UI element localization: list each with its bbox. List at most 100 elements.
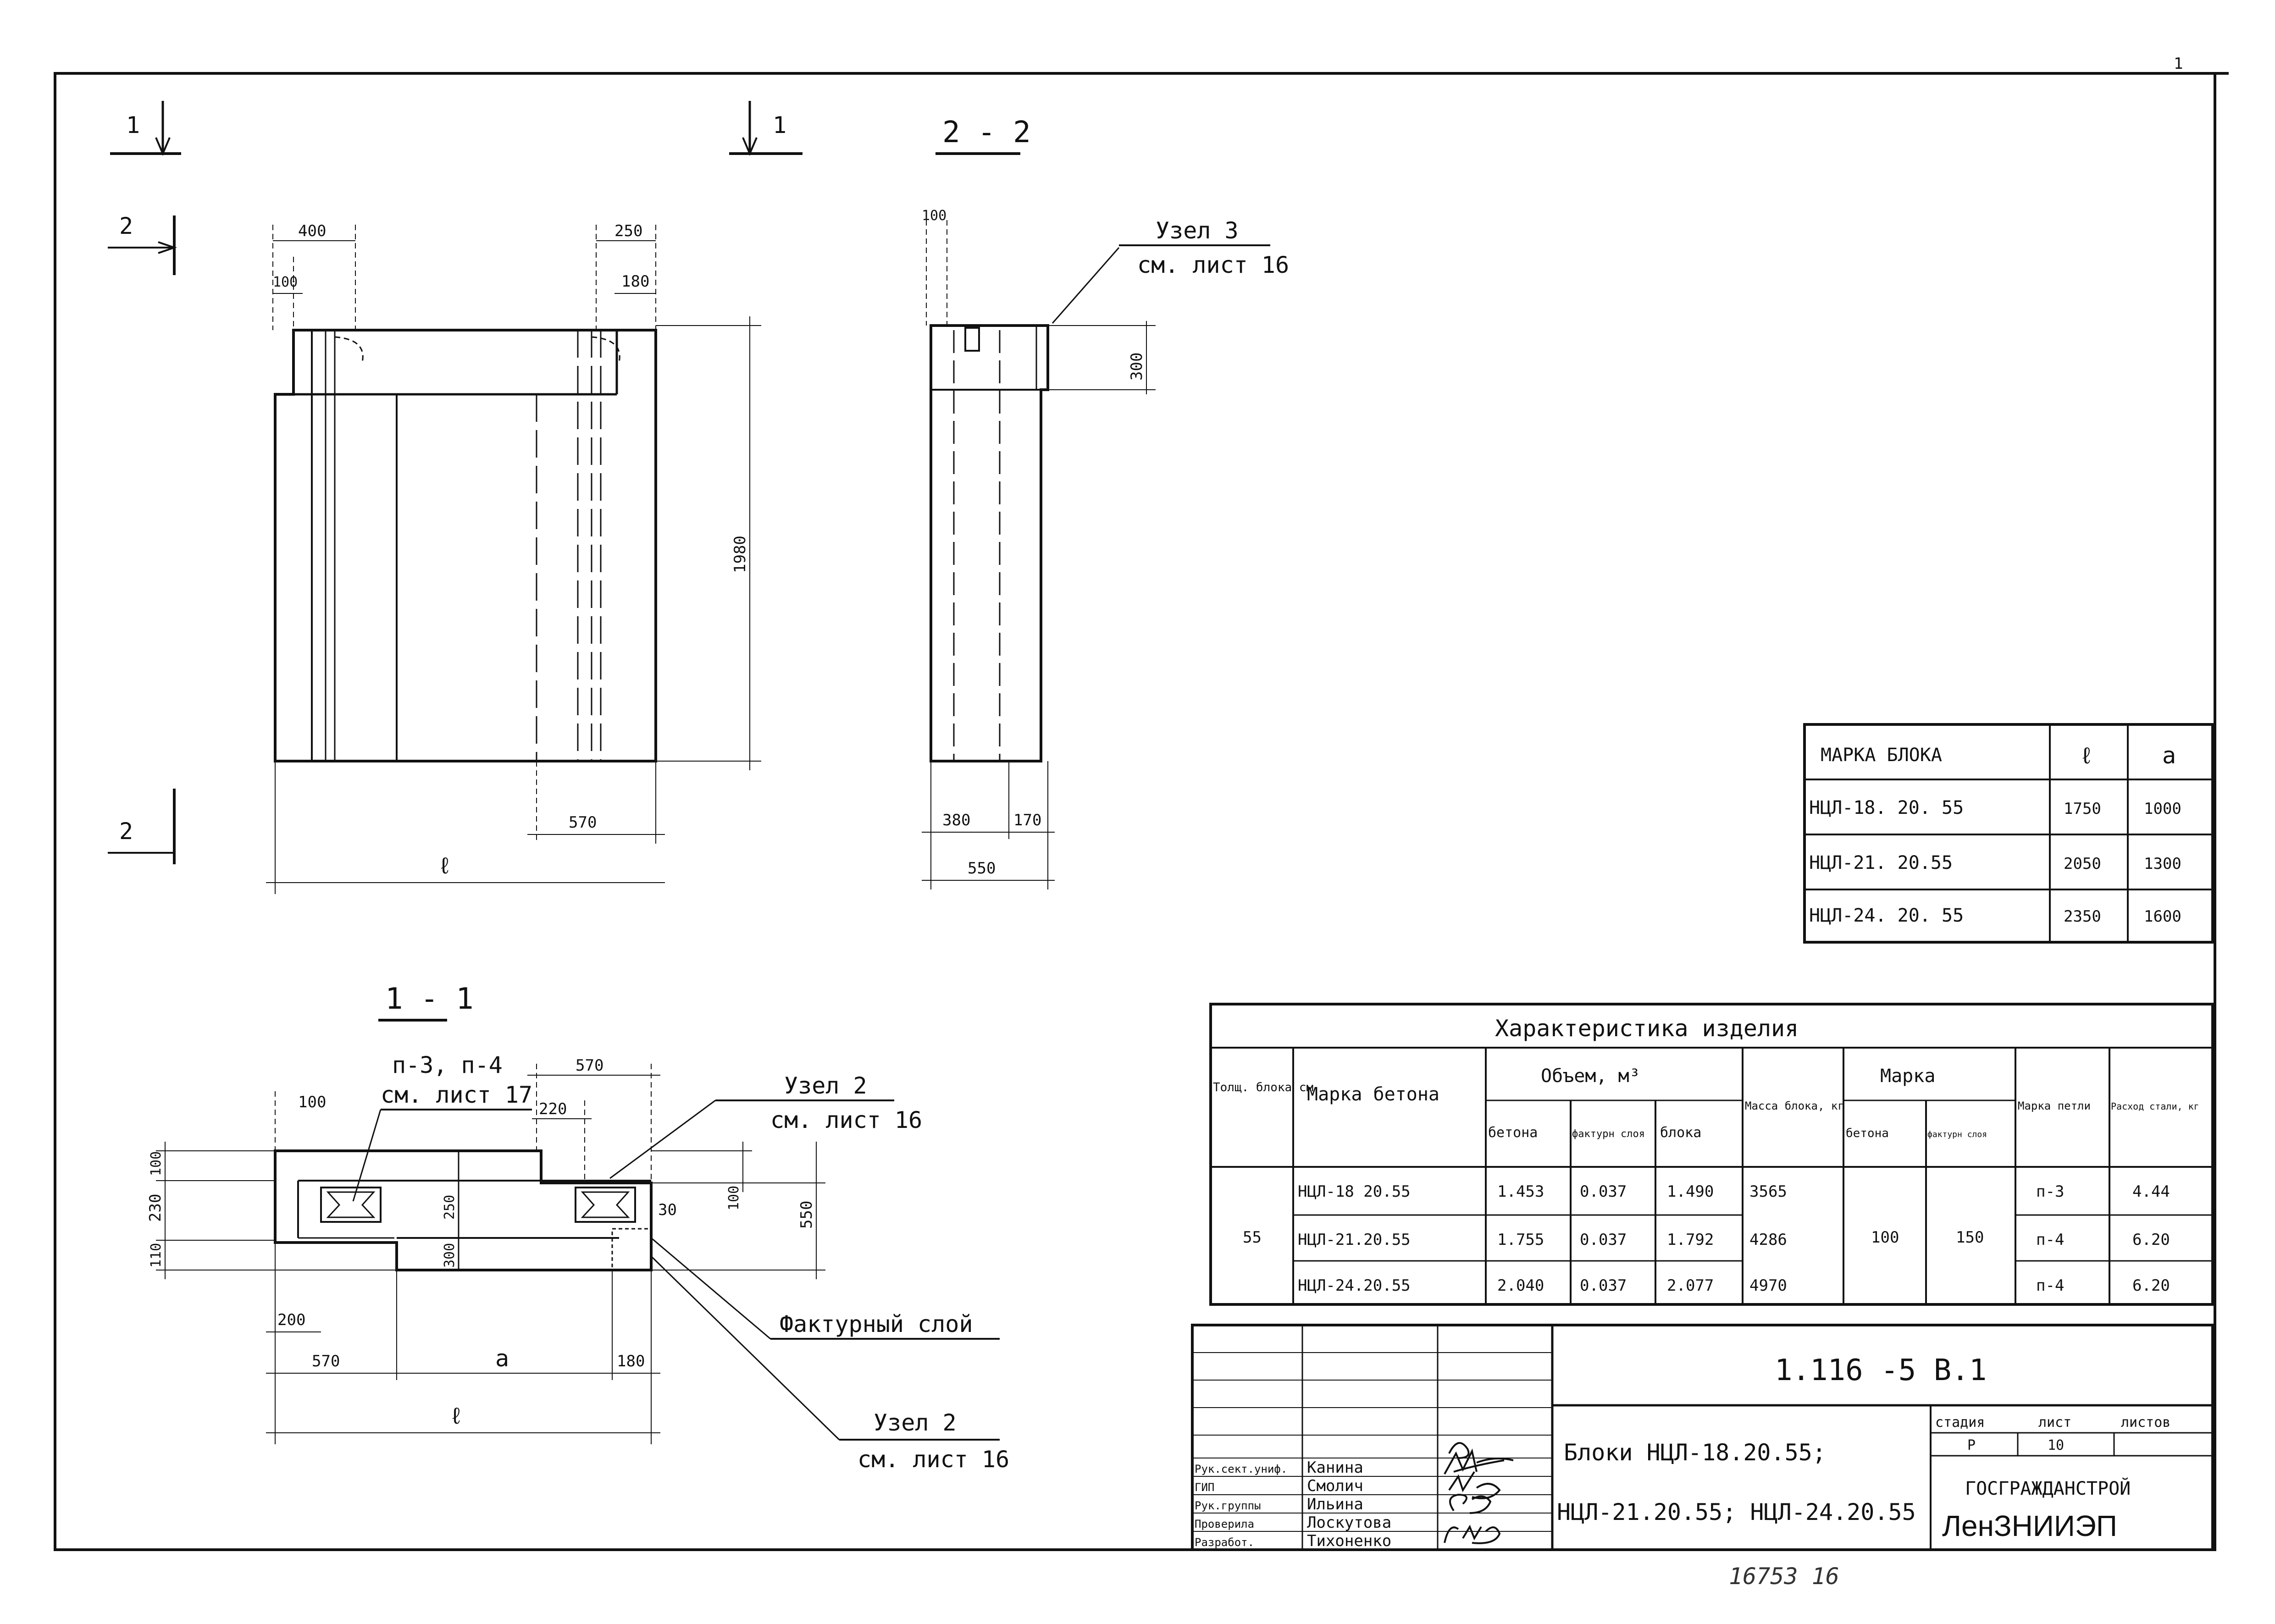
document-code: 1.116 -5 В.1 (1775, 1353, 1987, 1387)
sec11-dim-180: 180 (617, 1352, 645, 1370)
node-3-label: Узел 3 (1156, 217, 1239, 244)
signer-role: Проверила (1195, 1518, 1254, 1530)
row-v-facing: 0.037 (1580, 1231, 1627, 1249)
node-2-bottom-label: Узел 2 (874, 1409, 957, 1436)
sec11-dim-550: 550 (797, 1201, 816, 1229)
front-dim-1980: 1980 (731, 536, 749, 573)
organization-line1: ГОСГРАЖДАНСТРОЙ (1965, 1477, 2131, 1499)
row-mass: 4970 (1749, 1276, 1787, 1295)
signature-2 (1444, 1448, 1505, 1475)
sheet-value: 10 (2048, 1437, 2064, 1453)
mark-table-header-l: ℓ (2080, 742, 2093, 769)
section-1-1-outline (274, 1149, 653, 1271)
organization-line2: ЛенЗНИИЭП (1942, 1509, 2117, 1542)
l-cell: 2050 (2064, 855, 2101, 873)
header-mark2-concrete: бетона (1846, 1127, 1889, 1140)
title-block: 1.116 -5 В.1 Рук.сект.униф. Канина ГИП С… (1191, 1324, 2214, 1551)
document-title-line1: Блоки НЦЛ-18.20.55; (1564, 1439, 1826, 1466)
front-dim-400: 400 (298, 222, 326, 240)
sec11-dim-a: a (495, 1345, 509, 1372)
header-mark2: Марка (1880, 1066, 1935, 1087)
sec11-dim-l: ℓ (449, 1403, 463, 1429)
mark-table-header-a: a (2162, 742, 2176, 769)
row-mass: 3565 (1749, 1182, 1787, 1201)
thickness-value: 55 (1243, 1228, 1262, 1247)
sec22-dim-550: 550 (968, 859, 996, 878)
row-loop: п-3 (2036, 1182, 2064, 1201)
mark-table: МАРКА БЛОКА ℓ a НЦЛ-18. 20. 55 1750 1000… (1803, 723, 2214, 944)
signer-name: Лоскутова (1307, 1514, 1391, 1532)
section-2-2-outline (930, 324, 1049, 762)
cut-2-top-number: 2 (119, 213, 133, 239)
sec11-dim-230: 230 (146, 1194, 165, 1222)
front-dim-570: 570 (569, 813, 597, 832)
loop-right-icon (575, 1187, 636, 1223)
row-v-concrete: 2.040 (1497, 1276, 1544, 1295)
facing-grade-value: 150 (1956, 1228, 1984, 1247)
signature-1 (1448, 1442, 1514, 1464)
header-vol-block: блока (1660, 1125, 1701, 1141)
sec22-dim-300: 300 (1128, 353, 1146, 381)
row-mark: НЦЛ-18 20.55 (1298, 1182, 1411, 1201)
cut-1-left-number: 1 (126, 112, 140, 138)
node-2-top-ref: см. лист 16 (770, 1107, 922, 1133)
row-steel: 6.20 (2132, 1231, 2170, 1249)
l-cell: 1750 (2064, 800, 2101, 818)
front-dim-180: 180 (621, 272, 649, 291)
row-loop: п-4 (2036, 1231, 2064, 1249)
signature-4 (1449, 1493, 1492, 1514)
sec11-dim-100: 100 (298, 1093, 326, 1111)
a-cell: 1300 (2144, 855, 2181, 873)
stage-label: стадия (1935, 1414, 1985, 1431)
cut-1-right-number: 1 (773, 112, 786, 138)
corner-mark: 1 (2174, 55, 2183, 73)
section-1-1: 1 - 1 п-3, п-4 см. лист 17 Узел 2 см. ли… (146, 982, 1009, 1473)
sec11-dim-570: 570 (312, 1352, 340, 1370)
concrete-grade-value: 100 (1871, 1228, 1899, 1247)
row-v-block: 1.490 (1667, 1182, 1714, 1201)
signer-role: Рук.сект.униф. (1195, 1463, 1287, 1475)
a-cell: 1600 (2144, 907, 2181, 926)
sheet-label: лист (2038, 1414, 2071, 1431)
stage-value: Р (1967, 1437, 1976, 1453)
sec11-dim-200: 200 (277, 1311, 305, 1329)
sec11-dim-100-v: 100 (148, 1151, 164, 1176)
loop-left-icon (320, 1187, 382, 1223)
section-2-2-title: 2 - 2 (942, 116, 1031, 149)
row-v-concrete: 1.755 (1497, 1231, 1544, 1249)
table-row: НЦЛ-24.20.55 2.040 0.037 2.077 4970 п-4 … (1298, 1276, 2170, 1295)
row-mass: 4286 (1749, 1231, 1787, 1249)
loops-ref: см. лист 17 (381, 1082, 532, 1108)
sec11-dim-570-top: 570 (576, 1056, 603, 1075)
footer-note: 16753 16 (1729, 1563, 1839, 1590)
row-v-facing: 0.037 (1580, 1182, 1627, 1201)
sec11-dim-300: 300 (442, 1243, 458, 1268)
row-mark: НЦЛ-21.20.55 (1298, 1231, 1411, 1249)
l-cell: 2350 (2064, 907, 2101, 926)
node-2-top-label: Узел 2 (784, 1072, 867, 1099)
table-row: НЦЛ-24. 20. 55 2350 1600 (1809, 905, 2181, 926)
row-steel: 6.20 (2132, 1276, 2170, 1295)
row-loop: п-4 (2036, 1276, 2064, 1295)
node-3-ref: см. лист 16 (1137, 252, 1289, 278)
node-2-bottom-ref: см. лист 16 (858, 1446, 1009, 1473)
mark-cell: НЦЛ-18. 20. 55 (1809, 797, 1964, 818)
row-v-block: 1.792 (1667, 1231, 1714, 1249)
row-v-concrete: 1.453 (1497, 1182, 1544, 1201)
signer-name: Канина (1307, 1458, 1363, 1477)
table-row: НЦЛ-21.20.55 1.755 0.037 1.792 4286 п-4 … (1298, 1231, 2170, 1249)
front-dim-250: 250 (614, 222, 642, 240)
facing-layer-label: Фактурный слой (780, 1311, 973, 1337)
row-v-facing: 0.037 (1580, 1276, 1627, 1295)
header-mass: Масса блока, кг (1745, 1099, 1844, 1112)
signer-name: Смолич (1307, 1477, 1363, 1495)
sec22-dim-170: 170 (1013, 811, 1041, 829)
sec11-dim-220: 220 (539, 1100, 567, 1118)
table-row: НЦЛ-18. 20. 55 1750 1000 (1809, 797, 2181, 818)
mark-cell: НЦЛ-24. 20. 55 (1809, 905, 1964, 926)
header-volume: Объем, м³ (1541, 1066, 1640, 1087)
signer-role: Разработ. (1195, 1536, 1254, 1549)
section-1-1-title: 1 - 1 (385, 982, 474, 1016)
row-v-block: 2.077 (1667, 1276, 1714, 1295)
cut-2-bottom-number: 2 (119, 818, 133, 845)
